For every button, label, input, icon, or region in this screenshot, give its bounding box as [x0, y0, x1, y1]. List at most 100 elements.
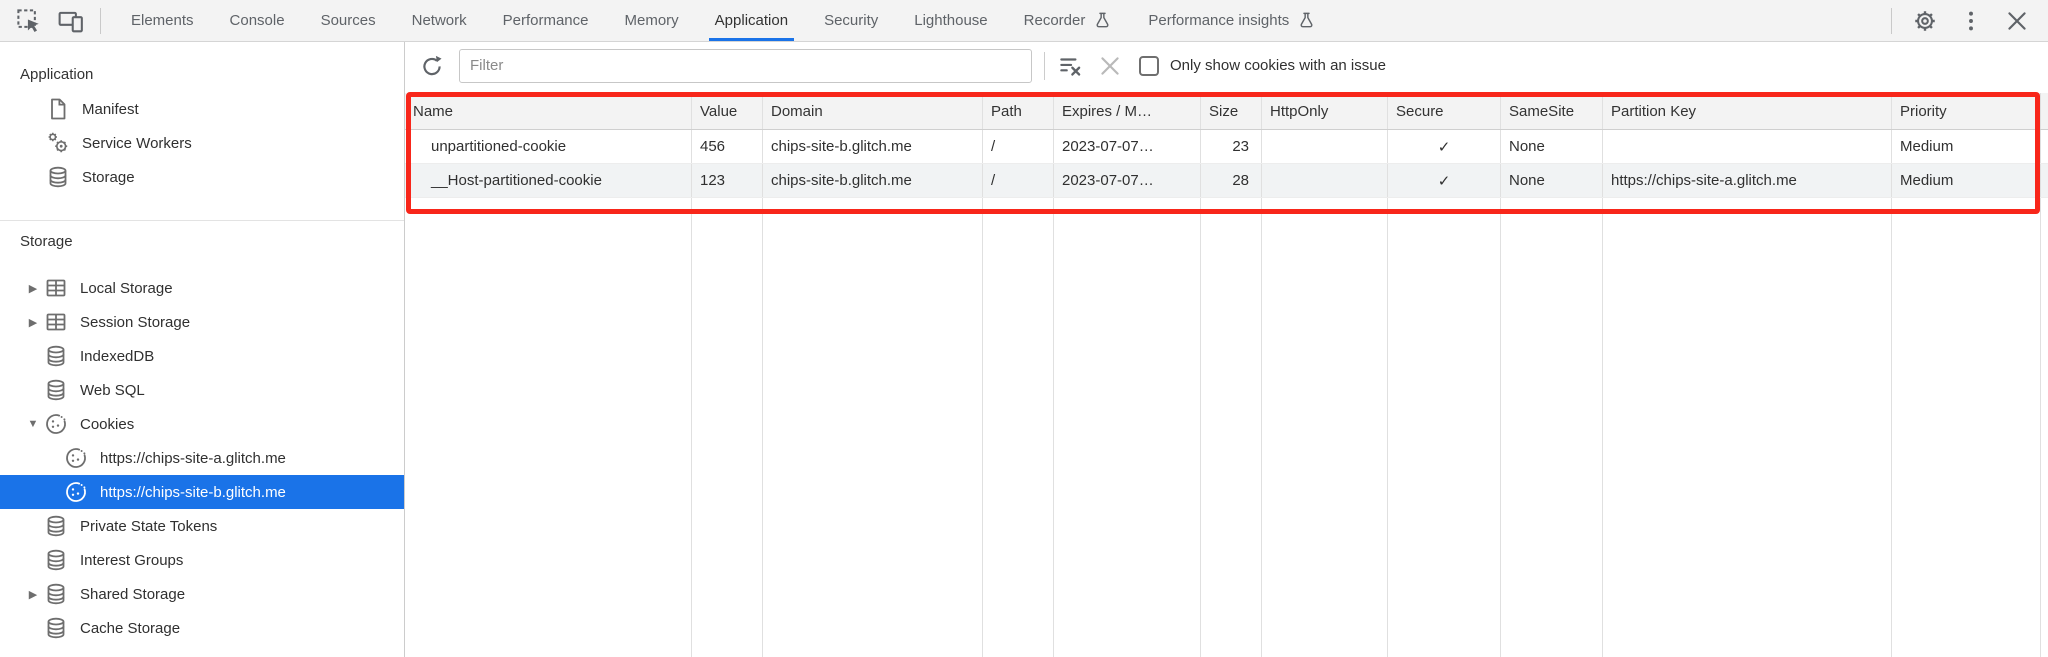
section-title-storage: Storage	[20, 232, 73, 250]
cell-filler	[2041, 130, 2048, 163]
empty-cell	[2041, 198, 2048, 657]
sidebar-item-cookies-chips-site-b[interactable]: https://chips-site-b.glitch.me	[0, 475, 404, 509]
sidebar-item-session-storage[interactable]: ▶ Session Storage	[0, 305, 404, 339]
sidebar-item-cookies-chips-site-a[interactable]: https://chips-site-a.glitch.me	[0, 441, 404, 475]
cell-domain[interactable]: chips-site-b.glitch.me	[763, 164, 983, 197]
sidebar-section-divider	[0, 220, 404, 221]
tabbar-tools	[0, 0, 113, 41]
cell-samesite[interactable]: None	[1501, 164, 1603, 197]
tree-item-label: Session Storage	[80, 313, 191, 331]
column-header-expires[interactable]: Expires / M…	[1054, 93, 1201, 129]
sidebar-item-web-sql[interactable]: Web SQL	[0, 373, 404, 407]
issue-only-checkbox-label: Only show cookies with an issue	[1170, 57, 1386, 74]
column-header-httponly[interactable]: HttpOnly	[1262, 93, 1388, 129]
tab-security[interactable]: Security	[806, 0, 896, 41]
cell-name[interactable]: __Host-partitioned-cookie	[405, 164, 692, 197]
empty-cell	[1388, 198, 1501, 657]
cookie-row-host-partitioned[interactable]: __Host-partitioned-cookie 123 chips-site…	[405, 164, 2048, 198]
column-header-value[interactable]: Value	[692, 93, 763, 129]
tab-lighthouse[interactable]: Lighthouse	[896, 0, 1005, 41]
tabbar-right-controls	[1891, 0, 2048, 41]
sidebar-item-indexeddb[interactable]: IndexedDB	[0, 339, 404, 373]
column-header-priority[interactable]: Priority	[1892, 93, 2041, 129]
tab-sources[interactable]: Sources	[303, 0, 394, 41]
cell-size[interactable]: 28	[1201, 164, 1262, 197]
cell-samesite[interactable]: None	[1501, 130, 1603, 163]
cookie-row-unpartitioned[interactable]: unpartitioned-cookie 456 chips-site-b.gl…	[405, 130, 2048, 164]
column-header-path[interactable]: Path	[983, 93, 1054, 129]
cell-expires[interactable]: 2023-07-07…	[1054, 130, 1201, 163]
cell-name[interactable]: unpartitioned-cookie	[405, 130, 692, 163]
tree-item-label: Storage	[82, 168, 135, 186]
empty-cell	[405, 198, 692, 657]
expand-arrow-icon[interactable]: ▶	[28, 316, 38, 329]
sidebar-item-manifest[interactable]: Manifest	[0, 92, 404, 126]
tab-performance[interactable]: Performance	[485, 0, 607, 41]
delete-selected-icon[interactable]	[1097, 53, 1123, 79]
column-header-partition-key[interactable]: Partition Key	[1603, 93, 1892, 129]
more-options-kebab-icon[interactable]	[1958, 8, 1984, 34]
clear-filter-icon[interactable]	[1057, 53, 1083, 79]
settings-gear-icon[interactable]	[1912, 8, 1938, 34]
cell-domain[interactable]: chips-site-b.glitch.me	[763, 130, 983, 163]
experiment-flask-icon	[1297, 11, 1316, 30]
cell-httponly[interactable]	[1262, 164, 1388, 197]
cell-path[interactable]: /	[983, 164, 1054, 197]
sidebar-item-shared-storage[interactable]: ▶ Shared Storage	[0, 577, 404, 611]
sidebar-item-cookies[interactable]: ▼ Cookies	[0, 407, 404, 441]
cell-path[interactable]: /	[983, 130, 1054, 163]
database-icon	[44, 548, 68, 572]
cell-httponly[interactable]	[1262, 130, 1388, 163]
cell-expires[interactable]: 2023-07-07…	[1054, 164, 1201, 197]
experiment-flask-icon	[1093, 11, 1112, 30]
tree-item-label: Cache Storage	[80, 619, 181, 637]
expand-arrow-icon[interactable]: ▶	[28, 588, 38, 601]
refresh-icon[interactable]	[419, 53, 445, 79]
expand-arrow-icon[interactable]: ▶	[28, 282, 38, 295]
section-title-application: Application	[20, 65, 94, 83]
tab-application[interactable]: Application	[697, 0, 806, 41]
tab-performance-insights[interactable]: Performance insights	[1130, 0, 1334, 41]
cell-priority[interactable]: Medium	[1892, 130, 2041, 163]
tab-label: Application	[714, 12, 789, 29]
cell-partition-key[interactable]	[1603, 130, 1892, 163]
collapse-arrow-icon[interactable]: ▼	[27, 418, 39, 430]
toolbar-divider	[1891, 7, 1892, 34]
cell-size[interactable]: 23	[1201, 130, 1262, 163]
tab-console[interactable]: Console	[212, 0, 303, 41]
cell-secure-checkmark[interactable]: ✓	[1388, 164, 1501, 197]
tab-memory[interactable]: Memory	[607, 0, 697, 41]
close-devtools-icon[interactable]	[2004, 8, 2030, 34]
column-header-size[interactable]: Size	[1201, 93, 1262, 129]
sidebar-item-private-state-tokens[interactable]: Private State Tokens	[0, 509, 404, 543]
empty-cell	[1262, 198, 1388, 657]
issue-only-checkbox[interactable]	[1139, 55, 1159, 76]
cell-priority[interactable]: Medium	[1892, 164, 2041, 197]
sidebar-item-storage[interactable]: Storage	[0, 160, 404, 194]
empty-cell	[1603, 198, 1892, 657]
device-toolbar-icon[interactable]	[58, 8, 84, 34]
tab-recorder[interactable]: Recorder	[1006, 0, 1131, 41]
tab-label: Sources	[320, 12, 376, 29]
database-icon	[44, 344, 68, 368]
tab-network[interactable]: Network	[394, 0, 485, 41]
tab-elements[interactable]: Elements	[113, 0, 212, 41]
column-header-name[interactable]: Name	[405, 93, 692, 129]
cell-value[interactable]: 456	[692, 130, 763, 163]
filter-input[interactable]	[459, 48, 1032, 83]
cell-value[interactable]: 123	[692, 164, 763, 197]
cell-partition-key[interactable]: https://chips-site-a.glitch.me	[1603, 164, 1892, 197]
inspect-element-icon[interactable]	[16, 8, 42, 34]
sidebar-item-service-workers[interactable]: Service Workers	[0, 126, 404, 160]
sidebar-item-cache-storage[interactable]: Cache Storage	[0, 611, 404, 645]
sidebar-item-interest-groups[interactable]: Interest Groups	[0, 543, 404, 577]
toolbar-divider	[1044, 51, 1045, 80]
cell-secure-checkmark[interactable]: ✓	[1388, 130, 1501, 163]
tab-label: Performance insights	[1148, 12, 1290, 29]
database-icon	[44, 582, 68, 606]
column-header-samesite[interactable]: SameSite	[1501, 93, 1603, 129]
column-header-domain[interactable]: Domain	[763, 93, 983, 129]
column-header-secure[interactable]: Secure	[1388, 93, 1501, 129]
sidebar-item-local-storage[interactable]: ▶ Local Storage	[0, 271, 404, 305]
database-icon	[46, 165, 70, 189]
